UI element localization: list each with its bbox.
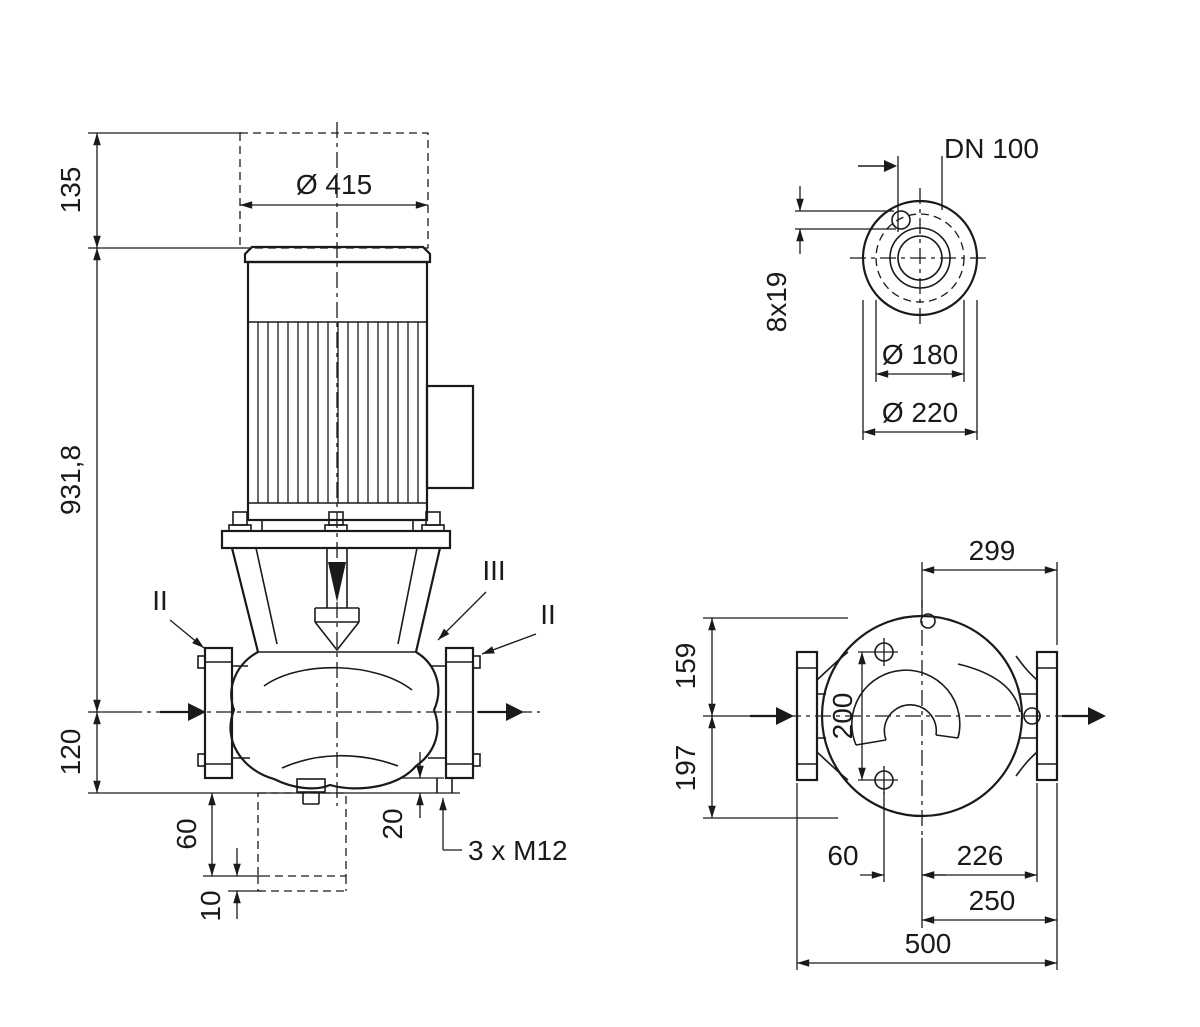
discharge-flange-side [436, 646, 481, 793]
dim-label-total-height: 931,8 [55, 445, 86, 515]
dim-label-159: 159 [670, 643, 701, 690]
dim-label-200: 200 [827, 693, 858, 740]
vent-plug [920, 613, 936, 629]
shaft-seal [314, 548, 360, 652]
flow-arrow-outlet-top [1062, 707, 1106, 725]
centerlines-top [755, 600, 1095, 835]
dim-label-bolt-holes: 8x19 [761, 272, 792, 333]
dim-label-outer-diameter: Ø 220 [882, 397, 958, 428]
section-label-mid: III [482, 555, 505, 586]
flow-arrow-outlet-side [478, 703, 524, 721]
dim-label-197: 197 [670, 745, 701, 792]
dim-label-bolt-circle: Ø 180 [882, 339, 958, 370]
dim-label-135: 135 [55, 167, 86, 214]
dim-label-500: 500 [905, 928, 952, 959]
bolt [421, 511, 445, 532]
bolt-hole [891, 210, 911, 230]
drain-plug [296, 778, 326, 805]
dim-label-299: 299 [969, 535, 1016, 566]
flange-detail-view: DN 100 8x19 Ø 180 Ø 220 [761, 133, 1039, 440]
volute-casing [229, 651, 446, 805]
dimensions-top: 299 159 197 200 60 226 250 500 [670, 535, 1058, 970]
terminal-box [425, 384, 475, 490]
flow-arrow-inlet-side [160, 703, 206, 721]
dimensions-side: 135 Ø 415 931,8 120 60 10 20 3 x M12 [55, 132, 568, 922]
gauge-tap [1023, 707, 1041, 725]
lantern [230, 547, 442, 653]
bolt [228, 511, 252, 532]
side-view: 135 Ø 415 931,8 120 60 10 20 3 x M12 [55, 122, 568, 922]
section-label-left: II [152, 585, 168, 616]
dim-label-60-side: 60 [171, 818, 202, 849]
anchor-bolt-label: 3 x M12 [468, 835, 568, 866]
dim-label-226: 226 [957, 840, 1004, 871]
bolt [324, 511, 348, 532]
dim-label-120: 120 [55, 729, 86, 776]
flange-outline [861, 199, 979, 317]
flange-centerlines [850, 188, 990, 328]
dim-label-60-top: 60 [827, 840, 858, 871]
dim-label-motor-diameter: Ø 415 [296, 169, 372, 200]
dimensions-flange: DN 100 8x19 Ø 180 Ø 220 [761, 133, 1039, 440]
dim-label-20: 20 [377, 808, 408, 839]
suction-flange-side [197, 646, 234, 780]
dim-label-250: 250 [969, 885, 1016, 916]
motor [243, 245, 432, 522]
section-label-right: II [540, 599, 556, 630]
dim-label-dn100: DN 100 [944, 133, 1039, 164]
volute-top [816, 613, 1041, 818]
top-view: 299 159 197 200 60 226 250 500 [670, 535, 1106, 970]
mounting-flange [220, 511, 452, 550]
dim-label-10: 10 [195, 890, 226, 921]
section-labels: II III II [152, 555, 556, 655]
flanges-top [795, 650, 1059, 782]
